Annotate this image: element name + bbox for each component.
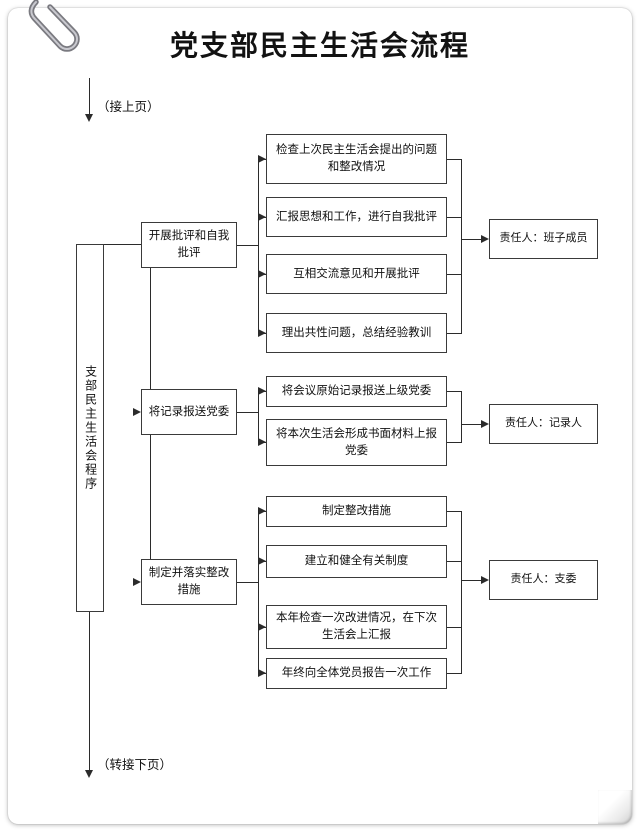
page-corner-curl — [598, 790, 632, 824]
step-1-3-arrowhead — [258, 269, 266, 278]
step-node-1-3[interactable]: 互相交流意见和开展批评 — [266, 254, 447, 294]
phase-node-3[interactable]: 制定并落实整改措施 — [141, 559, 237, 605]
step-2-1-arrowhead — [258, 386, 266, 395]
owner-node-1-label: 责任人：班子成员 — [499, 232, 588, 245]
bottom-flow-arrowhead — [85, 770, 93, 778]
group-1-collect-3 — [447, 274, 462, 276]
top-flow-line — [89, 78, 91, 116]
step-node-3-2-label: 建立和健全有关制度 — [304, 555, 409, 568]
phase-node-2-label: 将记录报送党委 — [148, 405, 230, 418]
phase-node-1[interactable]: 开展批评和自我批评 — [141, 222, 237, 268]
step-node-3-3[interactable]: 本年检查一次改进情况，在下次生活会上汇报 — [266, 605, 447, 649]
step-node-1-4[interactable]: 理出共性问题，总结经验教训 — [266, 313, 447, 353]
step-node-1-1-label: 检查上次民主生活会提出的问题和整改情况 — [276, 144, 437, 173]
step-node-3-3-label: 本年检查一次改进情况，在下次生活会上汇报 — [276, 612, 437, 641]
step-node-3-2[interactable]: 建立和健全有关制度 — [266, 545, 447, 578]
stage-label-box: 支部民主生活会程序 — [76, 244, 104, 612]
step-node-1-4-label: 理出共性问题，总结经验教训 — [281, 326, 432, 339]
step-1-2-arrowhead — [258, 212, 266, 221]
step-node-3-4-label: 年终向全体党员报告一次工作 — [281, 667, 432, 680]
phase-node-3-label: 制定并落实整改措施 — [148, 567, 230, 596]
group-3-collector-bus — [461, 511, 463, 673]
group-1-collect-1 — [447, 159, 462, 161]
group-3-owner-stem — [461, 580, 485, 582]
owner-node-2-label: 责任人：记录人 — [505, 417, 582, 430]
step-node-3-1[interactable]: 制定整改措施 — [266, 496, 447, 527]
step-3-1-arrowhead — [258, 506, 266, 515]
step-node-2-2[interactable]: 将本次生活会形成书面材料上报党委 — [266, 419, 447, 466]
group-3-collect-1 — [447, 511, 462, 513]
group-1-collector-bus — [461, 159, 463, 333]
group-3-fanout-bus — [258, 511, 260, 673]
step-node-2-2-label: 将本次生活会形成书面材料上报党委 — [276, 427, 437, 457]
group-2-owner-arrowhead — [481, 419, 489, 428]
group-1-collect-2 — [447, 217, 462, 219]
step-node-1-1[interactable]: 检查上次民主生活会提出的问题和整改情况 — [266, 134, 447, 184]
stage-label-text: 支部民主生活会程序 — [83, 365, 98, 491]
owner-node-1[interactable]: 责任人：班子成员 — [489, 219, 598, 259]
phase-node-3-arrowhead — [133, 577, 141, 586]
group-1-fanout-bus — [258, 159, 260, 335]
group-3-collect-3 — [447, 627, 462, 629]
step-node-3-4[interactable]: 年终向全体党员报告一次工作 — [266, 658, 447, 689]
page-title: 党支部民主生活会流程 — [169, 31, 470, 62]
phase-node-1-label: 开展批评和自我批评 — [148, 230, 230, 259]
paperclip-icon — [28, 0, 80, 52]
group-3-fanout-stem — [237, 582, 259, 584]
owner-node-3[interactable]: 责任人：支委 — [489, 560, 598, 600]
stage-bus-connector-top — [104, 244, 151, 246]
group-3-owner-arrowhead — [481, 575, 489, 584]
top-flow-arrowhead — [85, 114, 93, 122]
group-1-collect-4 — [447, 333, 462, 335]
step-3-2-arrowhead — [258, 556, 266, 565]
step-node-3-1-label: 制定整改措施 — [322, 505, 391, 518]
group-2-fanout-stem — [237, 412, 259, 414]
step-1-4-arrowhead — [258, 328, 266, 337]
step-3-3-arrowhead — [258, 622, 266, 631]
group-1-fanout-stem — [237, 245, 259, 247]
owner-node-2[interactable]: 责任人：记录人 — [489, 404, 598, 444]
step-node-1-2-label: 汇报思想和工作，进行自我批评 — [276, 210, 437, 223]
group-3-collect-4 — [447, 673, 462, 675]
step-node-1-2[interactable]: 汇报思想和工作，进行自我批评 — [266, 197, 447, 237]
step-2-2-arrowhead — [258, 437, 266, 446]
group-1-owner-arrowhead — [481, 234, 489, 243]
step-node-2-1-label: 将会议原始记录报送上级党委 — [281, 385, 432, 398]
bottom-flow-caption: （转接下页） — [97, 758, 173, 772]
step-1-1-arrowhead — [258, 154, 266, 163]
step-3-4-arrowhead — [258, 668, 266, 677]
group-2-collect-2 — [447, 442, 462, 444]
group-2-fanout-bus — [258, 391, 260, 443]
group-2-owner-stem — [461, 424, 485, 426]
owner-node-3-label: 责任人：支委 — [510, 573, 577, 586]
group-1-owner-stem — [461, 239, 485, 241]
top-flow-caption: （接上页） — [97, 100, 160, 114]
group-3-collect-2 — [447, 561, 462, 563]
phase-node-2-arrowhead — [133, 407, 141, 416]
step-node-2-1[interactable]: 将会议原始记录报送上级党委 — [266, 376, 447, 407]
phase-node-2[interactable]: 将记录报送党委 — [141, 389, 237, 435]
bottom-flow-line — [89, 612, 91, 772]
group-2-collector-bus — [461, 391, 463, 443]
step-node-1-3-label: 互相交流意见和开展批评 — [293, 267, 420, 280]
group-2-collect-1 — [447, 391, 462, 393]
